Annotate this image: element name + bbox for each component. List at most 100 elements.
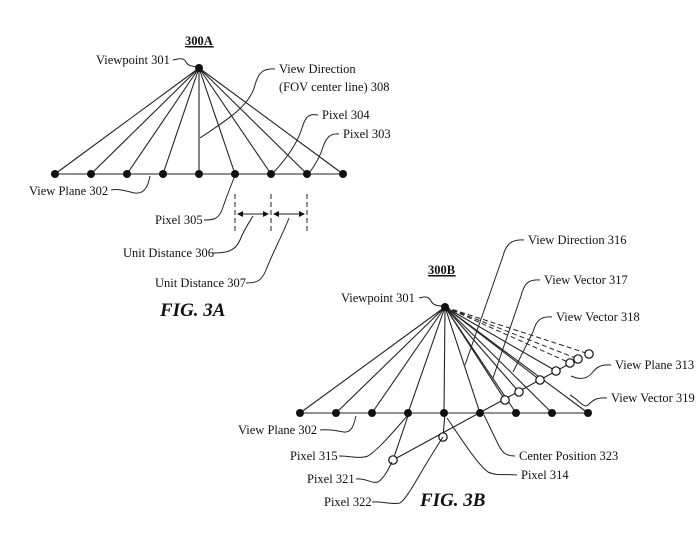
view-ray [162, 67, 200, 175]
view-ray [126, 67, 200, 175]
view-ray [444, 306, 553, 414]
pixels-b [296, 409, 592, 417]
view-vector-dashed [444, 306, 590, 355]
pixel-304-leader [273, 114, 319, 173]
viewpoint-301-dot [195, 64, 203, 72]
view-direction-316-label: View Direction 316 [528, 233, 627, 247]
view-vector [444, 306, 520, 393]
viewpoint-301-leader [172, 58, 198, 68]
pixel-303-label: Pixel 303 [343, 127, 391, 141]
view-plane-313-line [392, 357, 581, 461]
pixel-322-leader [371, 436, 444, 505]
view-direction-316-leader [464, 239, 525, 366]
pixel-dot [267, 170, 275, 178]
view-vector-319-leader [569, 394, 608, 407]
unit-distance-306-label: Unit Distance 306 [123, 246, 214, 260]
rotated-pixel-circle [584, 349, 594, 359]
pixel-304-label: Pixel 304 [322, 108, 370, 122]
view-vector-317-leader [492, 279, 541, 379]
pixel-dot [476, 409, 484, 417]
view-ray [54, 67, 200, 175]
pixel-321-label: Pixel 321 [307, 472, 355, 486]
view-vector-319-label: View Vector 319 [611, 391, 695, 405]
figure-3b-title: 300B [428, 263, 455, 277]
view-plane-302-leader-b [319, 415, 357, 433]
pixel-dot [303, 170, 311, 178]
view-ray [90, 67, 200, 175]
pixel-315-leader [338, 414, 409, 458]
pixel-321-leader [355, 461, 393, 483]
view-vector [444, 306, 506, 401]
rotated-pixel-circle [573, 354, 583, 364]
pixel-dot [512, 409, 520, 417]
view-vector-318-label: View Vector 318 [556, 310, 640, 324]
view-ray [198, 67, 272, 175]
rotated-pixels [388, 349, 594, 465]
center-position-323-leader [483, 414, 516, 457]
unit-distance-306-arrow [237, 211, 269, 217]
pixel-305-leader [203, 177, 235, 221]
viewpoint-301-leader-b [418, 296, 444, 307]
figure-3a-caption: FIG. 3A [159, 300, 225, 321]
pixel-dot [123, 170, 131, 178]
view-plane-313-leader [570, 364, 612, 379]
view-direction-label-line1: View Direction [279, 62, 356, 76]
view-ray [407, 306, 446, 414]
view-rays-b [299, 306, 590, 461]
view-vector [444, 306, 557, 372]
view-ray [335, 306, 446, 414]
view-plane-313-label: View Plane 313 [615, 358, 694, 372]
view-direction-label-line2: (FOV center line) 308 [279, 80, 390, 94]
rotated-pixel-circle [565, 358, 575, 368]
view-plane-302-leader [110, 175, 151, 194]
view-direction-leader [199, 68, 276, 139]
pixel-dot [368, 409, 376, 417]
view-vector-317-label: View Vector 317 [544, 273, 628, 287]
figure-3a: 300A Viewpoint 301 View Direction (FOV c… [29, 34, 391, 321]
figure-3b: 300B Viewpoint 301 View Direction 316 Vi… [238, 233, 695, 511]
view-plane-302-label-b: View Plane 302 [238, 423, 317, 437]
pixel-305-label: Pixel 305 [155, 213, 203, 227]
pixel-dot [231, 170, 239, 178]
pixel-dot [548, 409, 556, 417]
figure-3b-caption: FIG. 3B [419, 490, 485, 511]
rotated-pixel-circle [500, 395, 510, 405]
rotated-pixel-circle [551, 366, 561, 376]
pixel-315-label: Pixel 315 [290, 449, 338, 463]
viewpoint-301-label: Viewpoint 301 [96, 53, 170, 67]
pixel-dot [339, 170, 347, 178]
unit-distance-307-label: Unit Distance 307 [155, 276, 246, 290]
pixel-dot [440, 409, 448, 417]
unit-distance-307-leader [245, 217, 290, 284]
rotated-pixel-circle [388, 455, 398, 465]
pixel-dot [332, 409, 340, 417]
pixel-314-label: Pixel 314 [521, 468, 569, 482]
view-ray [444, 306, 481, 414]
pixel-dot [51, 170, 59, 178]
pixels-a [51, 170, 347, 178]
view-ray [371, 306, 446, 414]
pixel-dot [159, 170, 167, 178]
view-ray [443, 306, 446, 414]
figure-3a-title: 300A [185, 34, 213, 48]
viewpoint-301-dot-b [441, 303, 449, 311]
unit-distance-306-leader [212, 215, 254, 254]
rotated-pixel-circle [535, 375, 545, 385]
rotated-pixel-circle [514, 387, 524, 397]
pixel-dot [195, 170, 203, 178]
pixel-dot [584, 409, 592, 417]
viewpoint-301-label-b: Viewpoint 301 [341, 291, 415, 305]
view-vector [444, 306, 541, 381]
center-position-323-label: Center Position 323 [519, 449, 618, 463]
pixel-dot [404, 409, 412, 417]
view-ray [198, 67, 236, 175]
view-ray [198, 67, 308, 175]
view-plane-302-label: View Plane 302 [29, 184, 108, 198]
unit-distance-307-arrow [273, 211, 305, 217]
pixel-322-label: Pixel 322 [324, 495, 372, 509]
pixel-303-leader [309, 133, 340, 173]
view-ray [299, 306, 446, 414]
pixel-314-leader [446, 417, 518, 476]
pixel-dot [87, 170, 95, 178]
